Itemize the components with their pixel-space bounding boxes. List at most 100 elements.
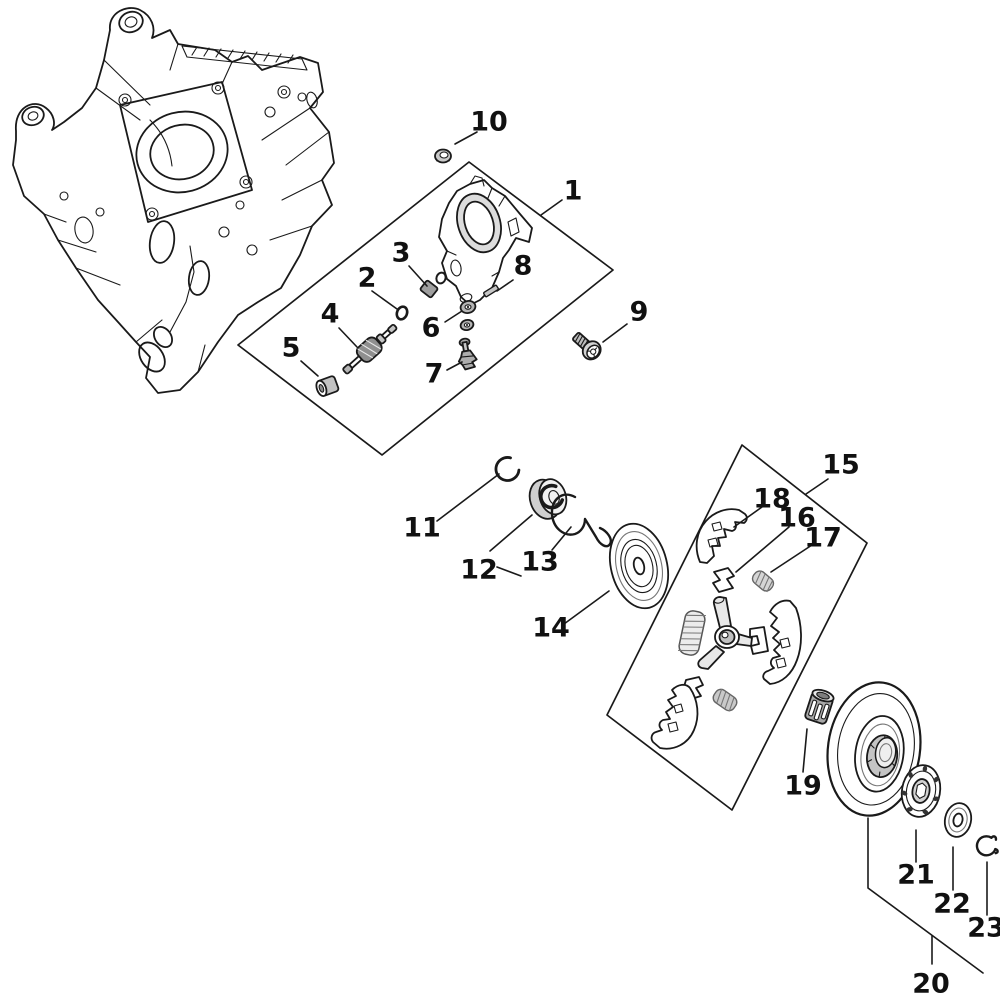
clutch-shoe-right [762, 599, 802, 685]
oil-pump-housing [438, 175, 533, 306]
callout-10: 10 [454, 107, 508, 145]
e-clip-part-23 [975, 835, 999, 857]
clutch-group-box [606, 444, 868, 811]
callout-19: 19 [784, 728, 822, 802]
callout-4: 4 [321, 299, 358, 348]
part-number-label-2: 2 [358, 263, 377, 294]
callout-22: 22 [933, 846, 971, 920]
callout-12-leader-line [489, 514, 533, 552]
callout-20-leader-line [867, 817, 984, 974]
callout-21: 21 [897, 829, 935, 891]
part-number-label-7: 7 [425, 359, 444, 390]
callout-15: 15 [805, 450, 860, 495]
callout-9-leader-line [602, 323, 628, 343]
part-number-label-1: 1 [564, 176, 583, 207]
callout-1-leader-line [540, 199, 563, 216]
part-number-label-18: 18 [753, 484, 791, 515]
callout-17: 17 [770, 523, 842, 573]
callout-18: 18 [733, 484, 791, 528]
callout-2-leader-line [371, 290, 398, 310]
callout-9: 9 [602, 297, 649, 343]
callout-10-leader-line [454, 131, 478, 145]
callout-13-leader-line [551, 526, 572, 551]
callout-17-leader-line [770, 544, 813, 573]
callout-15-leader-line [805, 478, 829, 495]
callout-11: 11 [403, 473, 500, 544]
callout-23: 23 [967, 861, 1000, 944]
bearing-cup-part-12 [528, 478, 568, 520]
callout-2: 2 [358, 263, 398, 310]
clutch-spring-large [678, 610, 706, 656]
callout-16-leader-line [735, 526, 790, 573]
washer-part-22 [943, 802, 973, 838]
clutch-drum-part-20 [826, 681, 922, 817]
bushing-part-5 [315, 375, 340, 397]
rim-sprocket-part-21 [900, 764, 942, 818]
pump-piston-part-3 [419, 271, 447, 299]
part-number-label-16: 16 [778, 503, 816, 534]
valve-part-7 [457, 337, 478, 371]
callout-5-leader-line [300, 360, 319, 377]
callout-5: 5 [282, 333, 319, 377]
clutch-bracket-middle [749, 626, 769, 655]
wire-clip-part-13 [550, 493, 612, 548]
part-number-label-23: 23 [967, 913, 1000, 944]
needle-bearing-part-19 [804, 688, 835, 725]
clutch-shoe-lower [650, 683, 699, 750]
clutch-shoe-upper [695, 508, 748, 564]
oil-pump-group-box [237, 161, 614, 456]
part-number-label-17: 17 [804, 523, 842, 554]
callout-4-leader-line [338, 327, 358, 348]
callout-11-leader-line [436, 473, 500, 522]
callout-8: 8 [496, 251, 533, 292]
callout-3: 3 [392, 238, 428, 287]
callout-18-leader-line [733, 506, 763, 528]
part-number-label-12: 12 [460, 555, 498, 586]
part-number-label-6: 6 [422, 313, 441, 344]
circlip-part-11 [494, 456, 521, 482]
washer-disc-part-14 [609, 522, 669, 610]
part-number-label-4: 4 [321, 299, 340, 330]
callout-12: 12 [460, 514, 533, 586]
clutch-bracket-upper [712, 567, 735, 593]
callout-12-leader-line [496, 566, 522, 577]
washer-pair-part-6 [459, 299, 477, 332]
callout-14: 14 [532, 590, 610, 644]
pin-part-8 [482, 284, 500, 298]
part-number-label-10: 10 [470, 107, 508, 138]
part-number-label-5: 5 [282, 333, 301, 364]
callout-6: 6 [422, 310, 463, 344]
clutch-spring-small-upper [751, 570, 775, 593]
callout-14-leader-line [563, 590, 610, 625]
worm-gear-part-4 [342, 323, 398, 375]
part-number-label-9: 9 [630, 297, 649, 328]
clutch-assembly [650, 508, 802, 750]
part-number-label-8: 8 [514, 251, 533, 282]
callout-20: 20 [867, 817, 984, 1000]
part-number-label-15: 15 [822, 450, 860, 481]
part-number-label-22: 22 [933, 889, 971, 920]
part-number-label-14: 14 [532, 613, 570, 644]
callout-1: 1 [540, 176, 583, 216]
callout-13: 13 [521, 526, 572, 578]
nut-part-10 [434, 148, 452, 164]
part-number-label-19: 19 [784, 771, 822, 802]
part-number-label-21: 21 [897, 860, 935, 891]
part-number-label-20: 20 [912, 969, 950, 1000]
part-number-label-11: 11 [403, 513, 441, 544]
screw-part-9 [572, 331, 602, 361]
callout-6-leader-line [444, 310, 463, 323]
callout-7: 7 [425, 359, 463, 390]
callout-19-leader-line [802, 728, 808, 773]
callout-3-leader-line [408, 265, 428, 287]
part-number-label-13: 13 [521, 547, 559, 578]
callout-16: 16 [735, 503, 816, 573]
callout-8-leader-line [496, 279, 514, 292]
clutch-hub-spider [697, 596, 753, 670]
callout-7-leader-line [446, 361, 463, 371]
clutch-spring-small-lower [712, 688, 738, 712]
crankcase-drawing [12, 7, 335, 394]
